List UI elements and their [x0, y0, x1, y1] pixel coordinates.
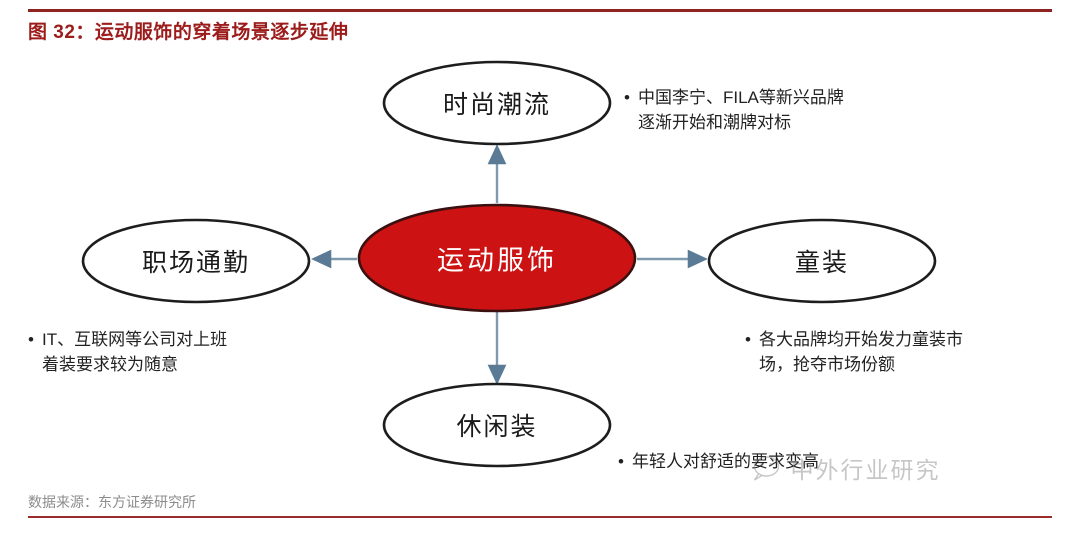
- node-commute[interactable]: [81, 218, 311, 304]
- callout-commute-text: IT、互联网等公司对上班 着装要求较为随意: [42, 330, 228, 374]
- node-fashion[interactable]: [382, 60, 612, 146]
- bullet-icon: •: [624, 88, 630, 107]
- bottom-rule: [28, 516, 1052, 518]
- bullet-icon: •: [745, 330, 751, 349]
- node-center-sportswear[interactable]: [357, 203, 637, 313]
- wechat-bubble-icon: [753, 456, 780, 481]
- node-casual[interactable]: [382, 382, 612, 468]
- callout-fashion: • 中国李宁、FILA等新兴品牌 逐渐开始和潮牌对标: [624, 86, 924, 135]
- callout-kidswear: • 各大品牌均开始发力童装市 场，抢夺市场份额: [745, 328, 1045, 377]
- node-label-fashion: 时尚潮流: [442, 91, 552, 119]
- watermark-text: 中外行业研究: [790, 457, 941, 483]
- node-label-casual: 休闲装: [456, 413, 538, 441]
- callout-commute: • IT、互联网等公司对上班 着装要求较为随意: [28, 328, 328, 377]
- callout-kidswear-text: 各大品牌均开始发力童装市 场，抢夺市场份额: [759, 330, 963, 374]
- bullet-icon: •: [28, 330, 34, 349]
- node-label-kidswear: 童装: [794, 249, 850, 277]
- source-note: 数据来源：东方证券研究所: [28, 494, 196, 510]
- watermark: 中外行业研究: [750, 451, 941, 485]
- callout-fashion-text: 中国李宁、FILA等新兴品牌 逐渐开始和潮牌对标: [638, 88, 844, 132]
- top-rule: [28, 9, 1052, 12]
- node-kidswear[interactable]: [707, 218, 937, 304]
- node-label-commute: 职场通勤: [141, 249, 251, 277]
- figure-title: 图 32：运动服饰的穿着场景逐步延伸: [28, 22, 349, 43]
- bullet-icon: •: [618, 452, 624, 471]
- callout-casual-text: 年轻人对舒适的要求变高: [632, 452, 819, 471]
- callout-casual: • 年轻人对舒适的要求变高: [618, 450, 918, 475]
- node-label-center: 运动服饰: [437, 245, 557, 276]
